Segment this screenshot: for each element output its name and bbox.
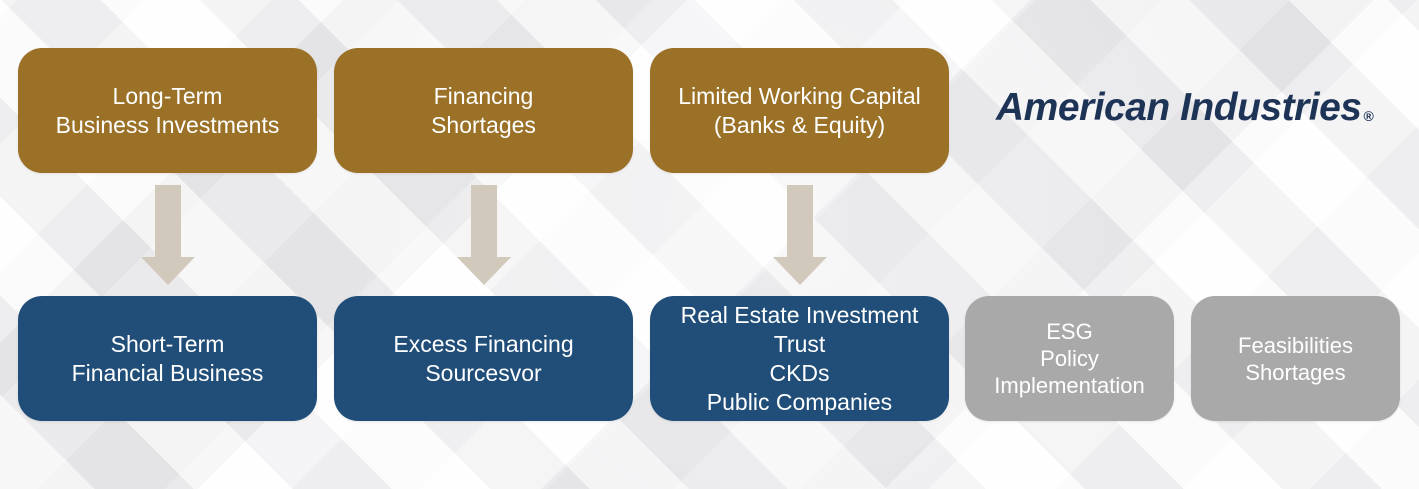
bottom-box-line-2: Shortages <box>1245 359 1346 385</box>
bottom-box-line-2: Financial Business <box>71 359 264 386</box>
down-arrow-icon <box>773 185 827 285</box>
bottom-box-line-1: Feasibilities <box>1238 332 1353 358</box>
top-box-long-term: Long-Term Business Investments <box>18 48 317 173</box>
bottom-box-line-4: Public Companies <box>706 388 893 415</box>
bottom-box-line-1: Short-Term <box>110 330 225 357</box>
bottom-box-line-2: Sourcesvor <box>425 359 542 386</box>
bottom-box-esg: ESG Policy Implementation <box>965 296 1174 421</box>
top-box-line-2: (Banks & Equity) <box>713 111 886 138</box>
bottom-box-reit: Real Estate Investment Trust CKDs Public… <box>650 296 949 421</box>
bottom-box-line-1: ESG <box>1046 319 1093 344</box>
top-box-line-2: Shortages <box>431 111 536 138</box>
top-box-line-2: Business Investments <box>55 111 280 138</box>
logo-text: American Industries <box>996 86 1362 129</box>
top-box-financing: Financing Shortages <box>334 48 633 173</box>
bottom-box-line-3: Implementation <box>994 373 1145 398</box>
bottom-box-line-1: Real Estate Investment <box>680 301 919 328</box>
american-industries-logo: American Industries® <box>996 84 1374 132</box>
bottom-box-line-2: Trust <box>773 330 826 357</box>
bottom-box-line-2: Policy <box>1040 346 1099 371</box>
bottom-box-feasibilities: Feasibilities Shortages <box>1191 296 1400 421</box>
top-box-line-1: Long-Term <box>112 82 223 109</box>
top-box-working-capital: Limited Working Capital (Banks & Equity) <box>650 48 949 173</box>
down-arrow-icon <box>457 185 511 285</box>
down-arrow-icon <box>141 185 195 285</box>
bottom-box-short-term: Short-Term Financial Business <box>18 296 317 421</box>
bottom-box-excess-financing: Excess Financing Sourcesvor <box>334 296 633 421</box>
bottom-box-line-1: Excess Financing <box>393 330 574 357</box>
registered-mark: ® <box>1363 108 1374 124</box>
top-box-line-1: Limited Working Capital <box>678 82 921 109</box>
top-box-line-1: Financing <box>433 82 534 109</box>
bottom-box-line-3: CKDs <box>769 359 830 386</box>
